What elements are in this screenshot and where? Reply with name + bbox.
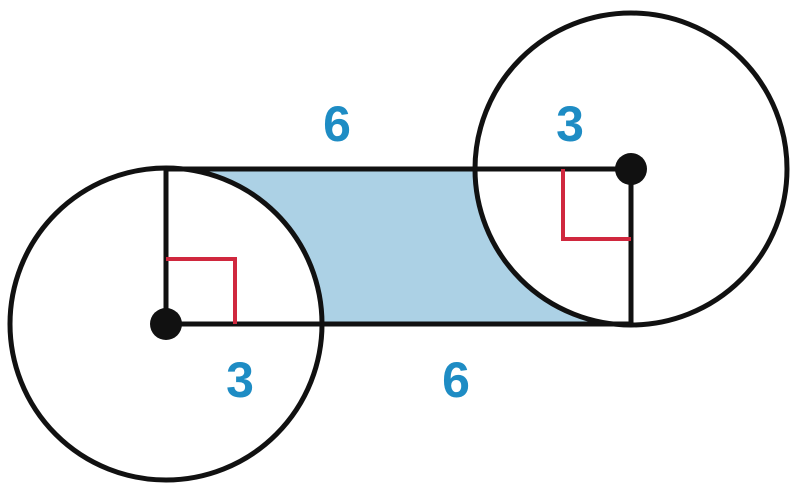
top-length-label: 6 bbox=[323, 96, 351, 152]
right-radius-label: 3 bbox=[556, 96, 584, 152]
shaded-region bbox=[166, 168, 631, 324]
left-center-point bbox=[150, 308, 182, 340]
right-right-angle-marker bbox=[561, 169, 631, 241]
bottom-length-label: 6 bbox=[442, 352, 470, 408]
left-radius-label: 3 bbox=[226, 352, 254, 408]
left-right-angle-marker bbox=[166, 257, 237, 324]
right-center-point bbox=[615, 153, 647, 185]
